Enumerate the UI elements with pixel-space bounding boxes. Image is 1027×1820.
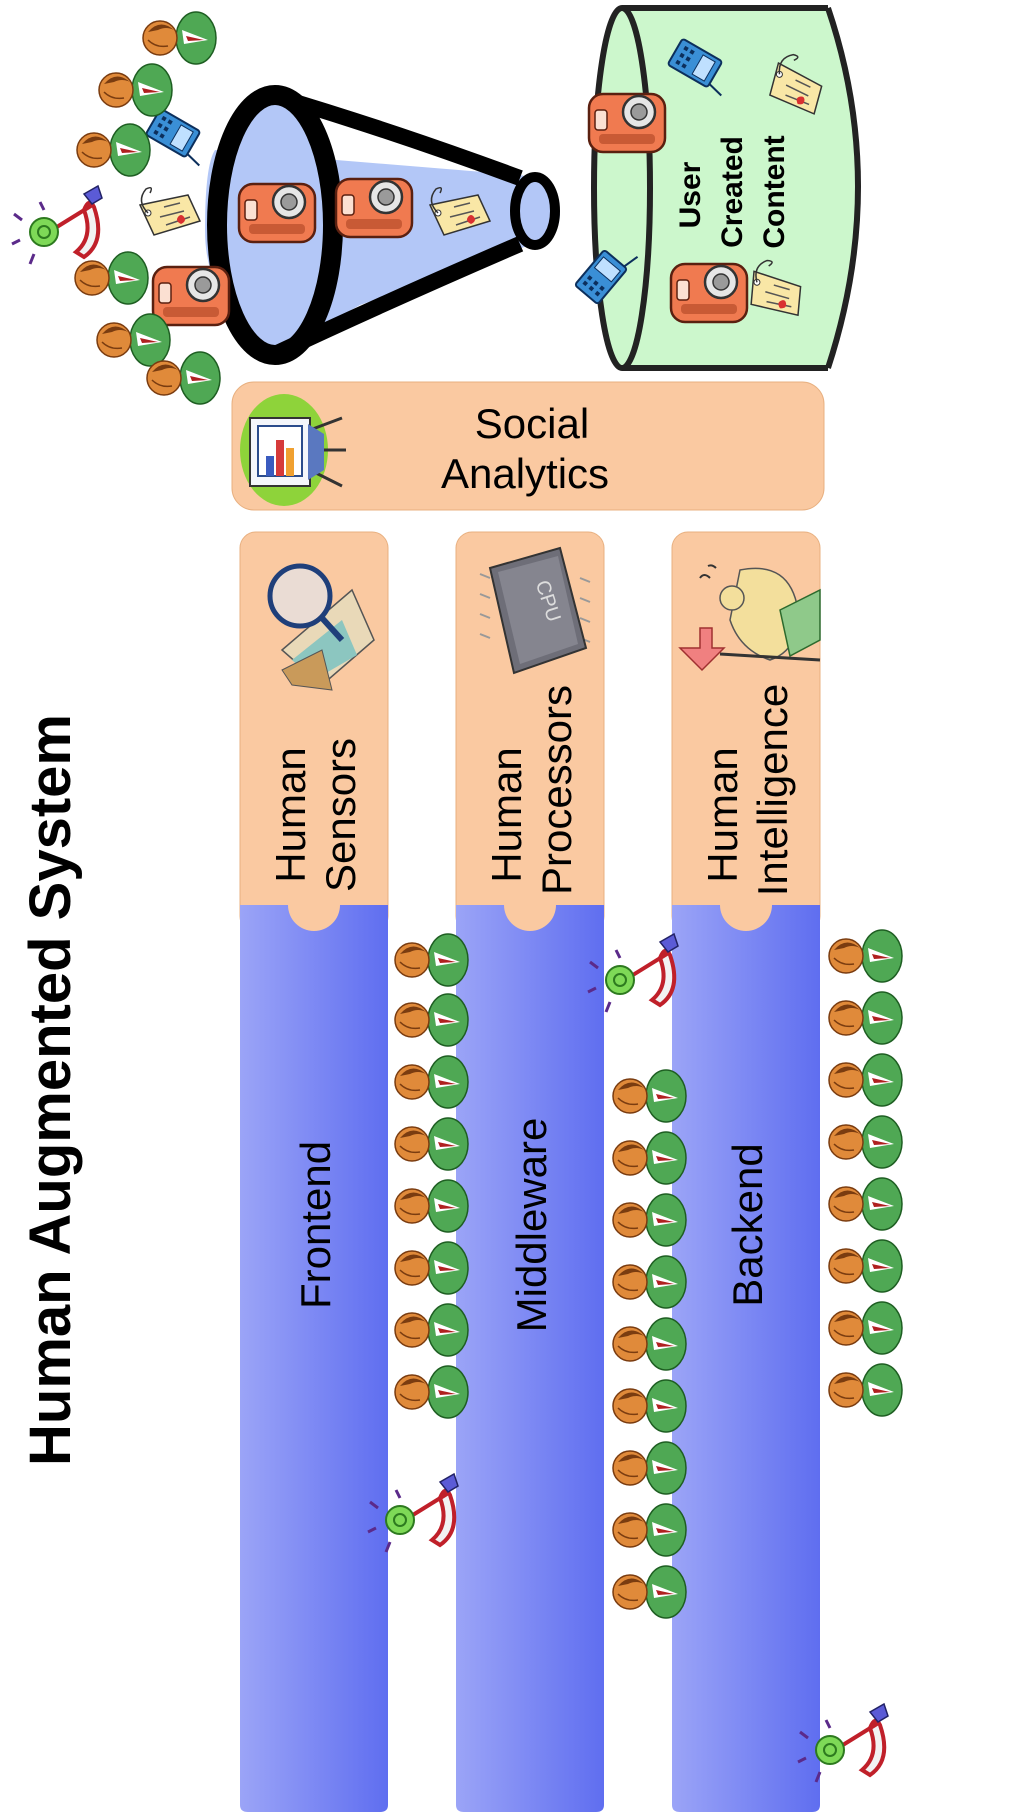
person-icon <box>394 1365 469 1419</box>
person-icon <box>142 11 217 65</box>
tier-header-line-2: Processors <box>533 685 580 895</box>
person-icon <box>394 1179 469 1233</box>
person-icon <box>612 1193 687 1247</box>
person-icon <box>394 933 469 987</box>
camera-icon <box>237 182 317 244</box>
person-icon <box>828 1239 903 1293</box>
store-line-3: Content <box>758 135 791 248</box>
person-icon <box>394 1241 469 1295</box>
person-icon <box>828 1115 903 1169</box>
camera-icon <box>669 262 749 324</box>
lollipop-icon <box>10 184 104 266</box>
tier-header-line-1: Human <box>483 747 530 882</box>
person-icon <box>828 1053 903 1107</box>
tier-body <box>672 905 820 1812</box>
magnifier-icon <box>267 563 375 691</box>
person-icon <box>76 123 151 177</box>
tier-header-line-1: Human <box>267 747 314 882</box>
person-icon <box>394 993 469 1047</box>
price-tag-icon <box>139 186 201 236</box>
person-icon <box>612 1131 687 1185</box>
mobile-phone-icon <box>144 107 216 167</box>
person-icon <box>828 1363 903 1417</box>
tier-name: Backend <box>724 1143 771 1306</box>
tier-body <box>456 905 604 1812</box>
person-icon <box>394 1117 469 1171</box>
tier-backend: Human Intelligence Backend <box>671 531 821 1812</box>
camera-icon <box>587 92 667 154</box>
social-analytics-bar: Social Analytics <box>231 381 825 511</box>
cpu-chip-icon: CPU <box>479 546 591 675</box>
store-line-1: User <box>674 161 707 228</box>
tier-body <box>240 905 388 1812</box>
store-line-2: Created <box>716 136 749 248</box>
person-icon <box>394 1303 469 1357</box>
tier-header-line-2: Intelligence <box>749 684 796 896</box>
person-icon <box>612 1317 687 1371</box>
tier-header-line-2: Sensors <box>317 738 364 892</box>
person-icon <box>96 313 171 367</box>
tier-header-line-1: Human <box>699 747 746 882</box>
person-icon <box>612 1379 687 1433</box>
person-icon <box>828 929 903 983</box>
analytics-line-1: Social <box>475 400 589 447</box>
user-created-content-store: User Created Content <box>573 5 861 371</box>
thinker-icon <box>678 564 821 672</box>
person-icon <box>74 251 149 305</box>
person-icon <box>612 1503 687 1557</box>
tier-frontend: Human Sensors Frontend <box>239 531 389 1812</box>
person-icon <box>98 63 173 117</box>
analytics-line-2: Analytics <box>441 450 609 497</box>
person-icon <box>612 1565 687 1619</box>
person-icon <box>612 1441 687 1495</box>
tier-name: Middleware <box>508 1118 555 1333</box>
person-icon <box>828 1177 903 1231</box>
person-icon <box>612 1255 687 1309</box>
person-icon <box>612 1069 687 1123</box>
camera-icon <box>151 265 231 327</box>
person-icon <box>394 1055 469 1109</box>
person-icon <box>828 991 903 1045</box>
person-icon <box>828 1301 903 1355</box>
chart-board-icon <box>240 394 346 506</box>
page-title: Human Augmented System <box>18 714 83 1466</box>
tier-middleware: Human Processors Middleware CPU <box>455 531 605 1812</box>
tier-name: Frontend <box>292 1141 339 1309</box>
camera-icon <box>334 177 414 239</box>
